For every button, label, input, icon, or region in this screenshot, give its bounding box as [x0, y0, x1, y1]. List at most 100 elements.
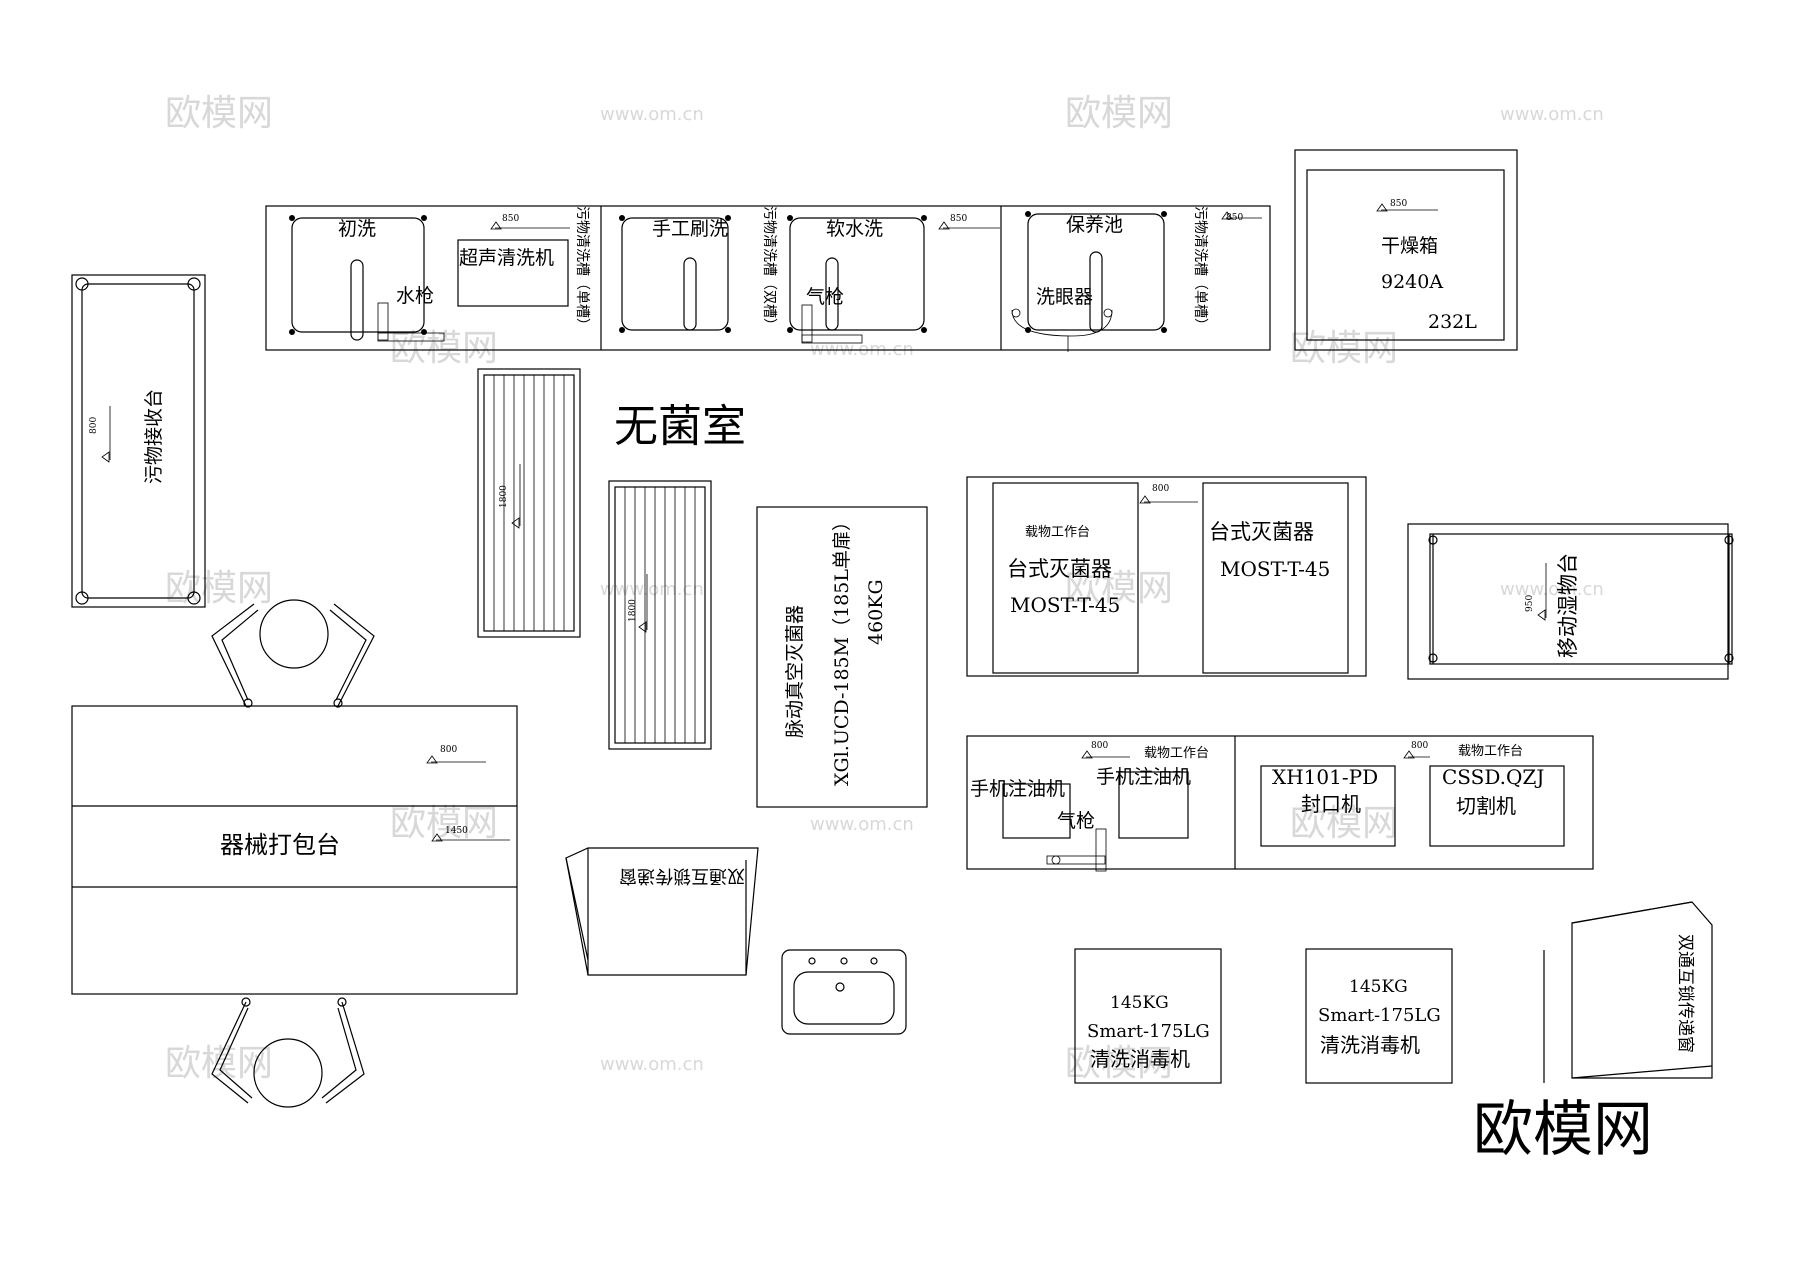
cutter-model: CSSD.QZJ [1442, 765, 1544, 789]
eye-wash-label: 洗眼器 [1036, 286, 1093, 308]
sterilizer-weight: 460KG [865, 579, 887, 645]
washer-disinfector-2: 145KG Smart-175LG 清洗消毒机 [1305, 948, 1453, 1084]
svg-text:850: 850 [1390, 199, 1407, 209]
watermark-logo: 欧模网 [165, 93, 273, 134]
watermark-logo: 欧模网 [165, 1043, 273, 1084]
svg-text:800: 800 [1152, 484, 1169, 494]
dirty-sink-single-label: 污物清洗槽（单槽） [1192, 206, 1208, 332]
bench-sterilizer-model: MOST-T-45 [1010, 593, 1120, 617]
mobile-wet-rack: 950 移动湿物台 [1407, 523, 1734, 680]
pass-through-window-2: 双通互锁传递窗 [1543, 901, 1713, 1083]
first-wash-label: 初洗 [338, 218, 376, 240]
svg-text:1450: 1450 [445, 826, 468, 836]
sterilizer-name: 脉动真空灭菌器 [784, 605, 806, 738]
washer-label: 清洗消毒机 [1320, 1033, 1420, 1057]
water-gun-icon [377, 302, 389, 341]
washer-label: 清洗消毒机 [1090, 1047, 1190, 1071]
vacuum-sterilizer: 脉动真空灭菌器 XGl.UCD-185M（185L单扉） 460KG [756, 506, 928, 808]
svg-text:800: 800 [1091, 741, 1108, 751]
svg-text:1800: 1800 [628, 599, 638, 622]
bench-sterilizer-label: 台式灭菌器 [1007, 557, 1112, 581]
soft-water-sink [789, 217, 925, 331]
washer-model: Smart-175LG [1087, 1021, 1210, 1042]
watermark-logo: 欧模网 [1065, 1043, 1173, 1084]
oil-seal-counter: 800 载物工作台 手机注油机 手机注油机 气枪 800 载物工作台 XH101… [966, 735, 1594, 872]
maintenance-pool [1027, 213, 1165, 331]
dryer-label: 干燥箱 [1381, 235, 1438, 257]
dirty-sink-double-label: 污物清洗槽（双槽） [761, 206, 777, 332]
watermark-logo: 欧模网 [1290, 803, 1398, 844]
sterilizer-model: XGl.UCD-185M（185L单扉） [831, 512, 853, 786]
svg-text:800: 800 [1411, 741, 1428, 751]
air-gun-label: 气枪 [806, 286, 844, 308]
handpiece-oiler-2 [1118, 771, 1189, 839]
watermark-site: www.om.cn [600, 1054, 704, 1075]
sealer [1260, 765, 1396, 847]
pass-window-label: 双通互锁传递窗 [619, 865, 745, 886]
bench-sterilizer-label: 台式灭菌器 [1209, 520, 1314, 544]
ultrasonic-cleaner [457, 239, 569, 307]
handpiece-oiler-label: 手机注油机 [1096, 766, 1191, 788]
air-gun-label: 气枪 [1057, 810, 1095, 832]
watermark-logo: 欧模网 [390, 803, 498, 844]
cutter-label: 切割机 [1456, 794, 1516, 818]
sink-counter: 初洗 水枪 超声清洗机 850 污物清洗槽（单槽） 手工刷洗 软水洗 气枪 污物… [265, 205, 1271, 352]
ultrasonic-label: 超声清洗机 [459, 247, 554, 269]
watermark-site: www.om.cn [810, 814, 914, 835]
logo-watermark: 欧模网 [1473, 1095, 1653, 1165]
soft-water-label: 软水洗 [826, 218, 883, 240]
packing-table: 800 1450 器械打包台 [71, 705, 518, 995]
water-gun-label: 水枪 [396, 285, 434, 307]
washer-weight: 145KG [1349, 977, 1408, 997]
workbench-label: 载物工作台 [1025, 525, 1090, 540]
handpiece-oiler-1 [1002, 783, 1071, 839]
dryer: 850 干燥箱 9240A 232L [1294, 149, 1518, 351]
watermark-logo: 欧模网 [165, 568, 273, 609]
wash-basin [781, 949, 907, 1035]
watermark-logo: 欧模网 [1290, 328, 1398, 369]
workbench-label: 载物工作台 [1144, 746, 1209, 761]
first-wash-sink [291, 217, 425, 333]
svg-text:950: 950 [1525, 595, 1535, 612]
rack-1: 1800 [477, 368, 581, 638]
watermark-logo: 欧模网 [1065, 93, 1173, 134]
bench-sterilizer-station: 800 载物工作台 台式灭菌器 MOST-T-45 台式灭菌器 MOST-T-4… [966, 476, 1367, 677]
sealer-label: 封口机 [1301, 792, 1361, 816]
dryer-model: 9240A [1381, 271, 1443, 293]
watermark-site: www.om.cn [600, 579, 704, 600]
dirty-sink-single-label: 污物清洗槽（单槽） [574, 206, 590, 332]
room-title: 无菌室 [614, 401, 746, 452]
washer-weight: 145KG [1110, 993, 1169, 1013]
watermark-site: www.om.cn [600, 104, 704, 125]
svg-text:1800: 1800 [499, 485, 509, 508]
sealer-model: XH101-PD [1272, 765, 1378, 789]
dirty-receiving-label: 污物接收台 [143, 389, 165, 484]
svg-text:850: 850 [1226, 213, 1243, 223]
dirty-receiving-table: 800 污物接收台 [71, 274, 206, 608]
watermark-site: www.om.cn [1500, 579, 1604, 600]
washer-disinfector-1: 145KG Smart-175LG 清洗消毒机 [1074, 948, 1222, 1084]
air-gun-icon [1095, 828, 1107, 872]
rack-2: 1800 [608, 480, 712, 750]
handpiece-oiler-label: 手机注油机 [970, 778, 1065, 800]
maintenance-pool-label: 保养池 [1066, 214, 1123, 236]
operator-top [211, 599, 375, 708]
svg-text:800: 800 [440, 745, 457, 755]
air-gun-icon [801, 304, 813, 343]
svg-text:850: 850 [950, 214, 967, 224]
mobile-wet-rack-label: 移动湿物台 [1556, 553, 1580, 658]
dryer-capacity: 232L [1428, 311, 1477, 333]
workbench-label: 载物工作台 [1458, 744, 1523, 759]
cutter [1429, 765, 1565, 847]
bench-sterilizer-model: MOST-T-45 [1220, 557, 1330, 581]
svg-text:850: 850 [502, 214, 519, 224]
manual-brush-sink [621, 217, 729, 331]
washer-model: Smart-175LG [1318, 1005, 1441, 1026]
pass-through-window: 双通互锁传递窗 [565, 847, 759, 976]
watermark-site: www.om.cn [1500, 104, 1604, 125]
watermark-logo: 欧模网 [1065, 568, 1173, 609]
packing-table-label: 器械打包台 [220, 831, 340, 859]
pass-window-label: 双通互锁传递窗 [1675, 934, 1695, 1053]
eye-wash-icon [1011, 309, 1113, 337]
